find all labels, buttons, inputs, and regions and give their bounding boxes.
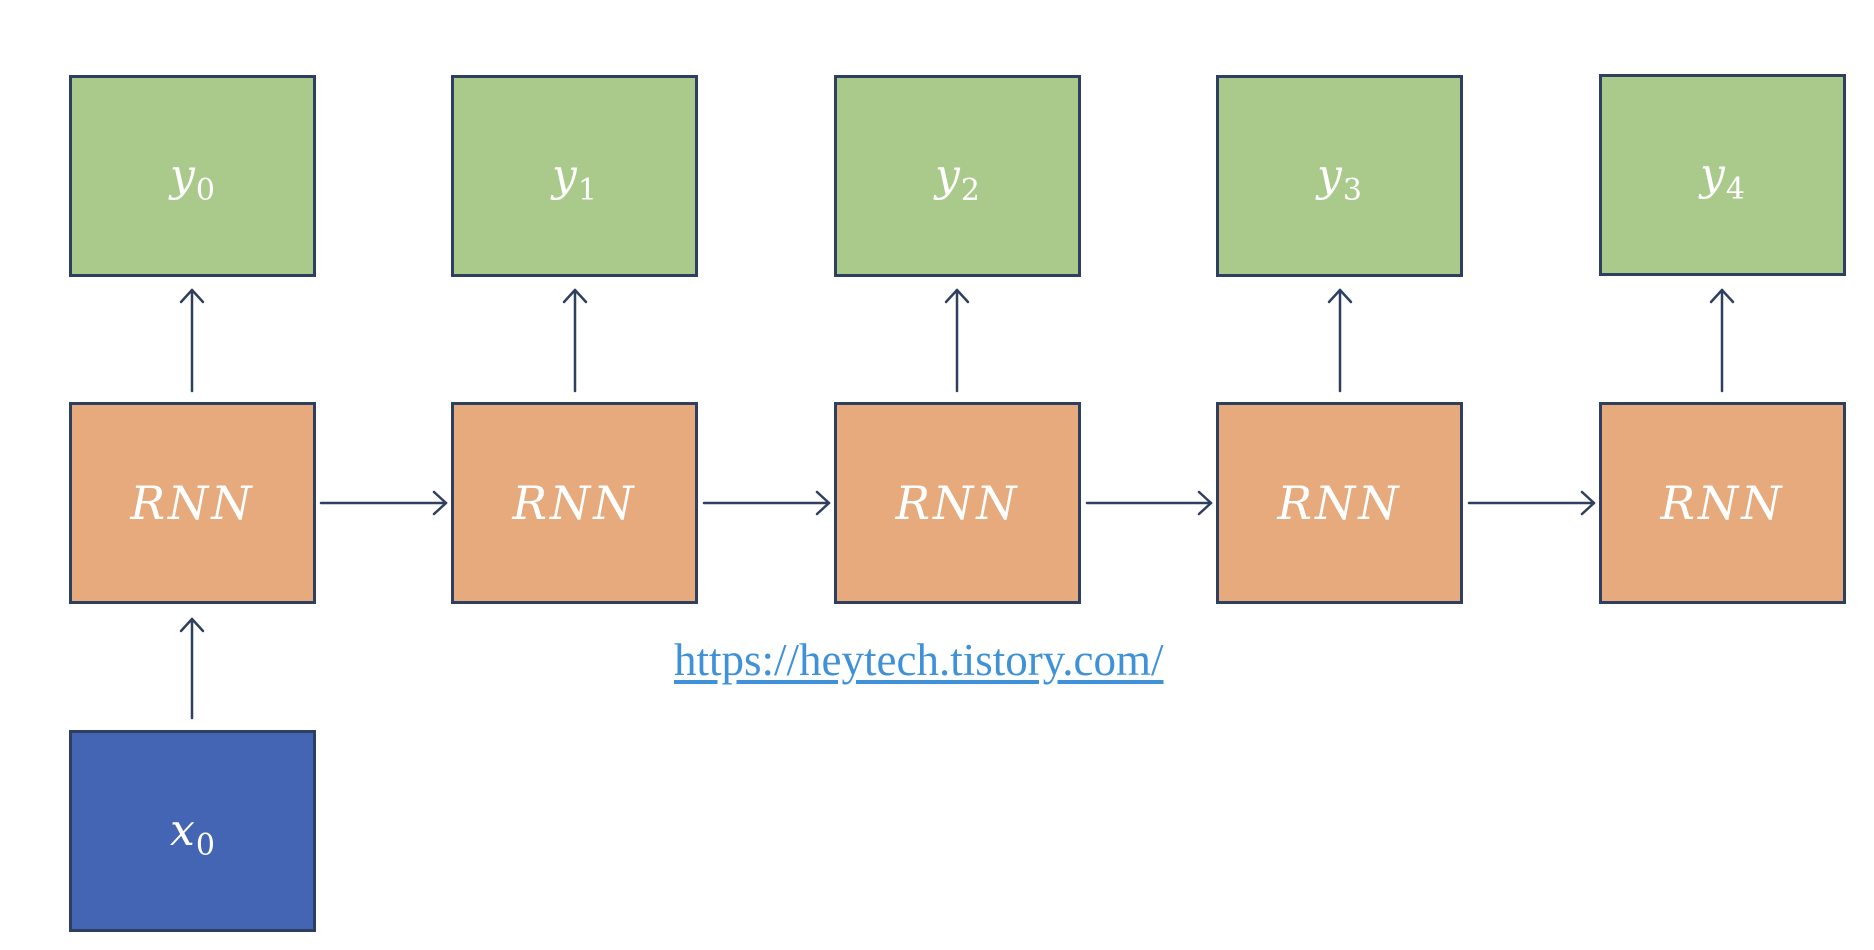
arrow-rnn0-to-y0 [179,288,205,393]
output-label-y2: y2 [935,150,980,208]
rnn-cell-2: RNN [834,402,1081,604]
output-box-y1: y1 [451,75,698,277]
input-label-x0: x0 [170,805,215,863]
output-box-y4: y4 [1599,74,1846,276]
output-box-y0: y0 [69,75,316,277]
output-label-y1: y1 [552,150,597,208]
source-link[interactable]: https://heytech.tistory.com/ [674,635,1164,685]
arrow-rnn1-to-rnn2 [702,490,831,516]
output-box-y2: y2 [834,75,1081,277]
output-box-y3: y3 [1216,75,1463,277]
arrow-rnn3-to-y3 [1327,288,1353,393]
arrow-rnn1-to-y1 [562,288,588,393]
rnn-cell-label: RNN [1277,476,1402,530]
arrow-rnn2-to-y2 [944,288,970,393]
rnn-cell-1: RNN [451,402,698,604]
arrow-rnn4-to-y4 [1709,288,1735,393]
arrow-x0-to-rnn0 [179,617,205,720]
rnn-cell-4: RNN [1599,402,1846,604]
input-box-x0: x0 [69,730,316,932]
rnn-cell-label: RNN [130,476,255,530]
arrow-rnn0-to-rnn1 [319,490,448,516]
output-label-y4: y4 [1700,149,1745,207]
rnn-cell-label: RNN [895,476,1020,530]
rnn-cell-3: RNN [1216,402,1463,604]
output-label-y0: y0 [170,150,215,208]
rnn-cell-0: RNN [69,402,316,604]
arrow-rnn2-to-rnn3 [1085,490,1213,516]
arrow-rnn3-to-rnn4 [1467,490,1596,516]
rnn-cell-label: RNN [1660,476,1785,530]
rnn-cell-label: RNN [512,476,637,530]
output-label-y3: y3 [1317,150,1362,208]
